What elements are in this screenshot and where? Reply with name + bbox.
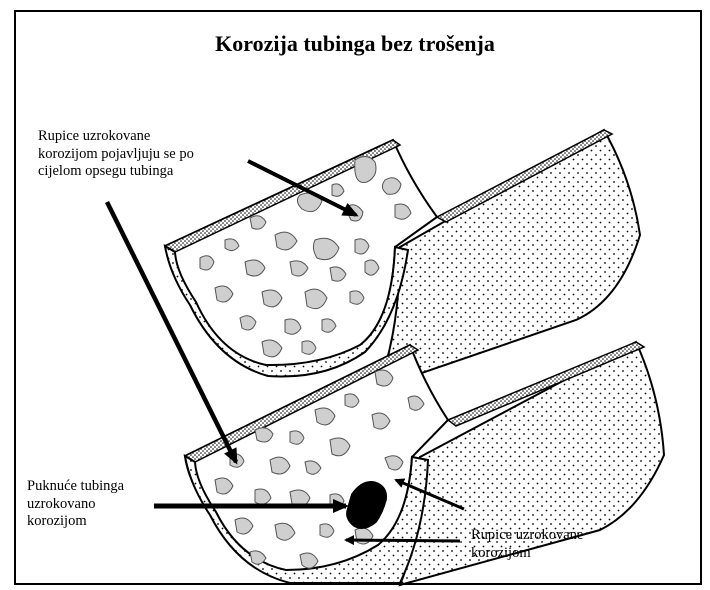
label-top-pits-line-3: cijelom opsegu tubinga bbox=[38, 163, 194, 181]
label-top-pits-line-2: korozijom pojavljuju se po bbox=[38, 146, 194, 164]
label-top-pits-line-1: Rupice uzrokovane bbox=[38, 128, 194, 146]
lower-tubing-section bbox=[185, 342, 664, 585]
arrow-bottom-pits-2 bbox=[346, 540, 460, 541]
label-top-pits: Rupice uzrokovane korozijom pojavljuju s… bbox=[38, 128, 194, 181]
label-crack: Puknuće tubinga uzrokovano korozijom bbox=[27, 478, 124, 531]
label-bottom-pits-line-1: Rupice uzrokovane bbox=[471, 527, 583, 545]
label-crack-line-1: Puknuće tubinga bbox=[27, 478, 124, 496]
label-crack-line-2: uzrokovano bbox=[27, 496, 124, 514]
label-crack-line-3: korozijom bbox=[27, 513, 124, 531]
label-bottom-pits: Rupice uzrokovane korozijom bbox=[471, 527, 583, 562]
label-bottom-pits-line-2: korozijom bbox=[471, 545, 583, 563]
